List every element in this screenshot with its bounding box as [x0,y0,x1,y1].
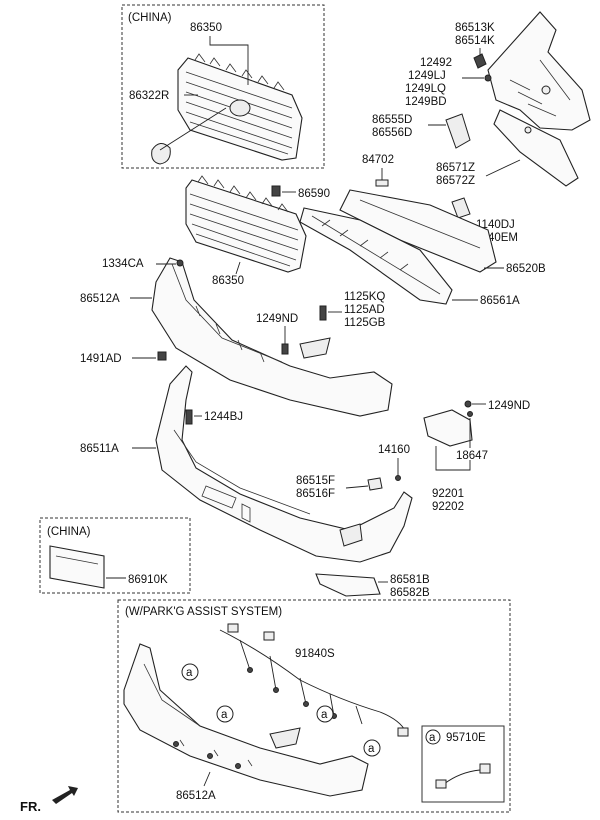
label-86512a: 86512A [80,293,120,305]
label-86520b: 86520B [506,263,546,275]
rail-ribs [311,215,441,295]
sensor-callout-box [421,725,505,803]
park-assist-bumper-86512a [123,643,369,797]
label-1125gb: 1125GB [344,317,386,329]
leader-86350 [235,261,241,275]
china-grille [151,53,303,165]
label-95710e: 95710E [446,732,486,744]
parking-sensor-95710e [435,763,491,789]
leader-86571z [485,159,521,177]
label-12492: 12492 [420,57,452,69]
park-assist-box [117,599,511,813]
label-86590: 86590 [298,188,330,200]
bolt-1249nd-upper [281,343,289,355]
label-86555d: 86555D [372,114,412,126]
label-86350: 86350 [212,275,244,287]
label-91840s: 91840S [295,648,335,660]
leader-86350-china [209,36,249,85]
callout-a-4-label: a [368,743,375,755]
label-86514k: 86514K [455,35,495,47]
callout-a-1 [181,663,199,681]
callout-a-sensor [425,729,441,745]
label-1334ca: 1334CA [102,258,144,270]
label-86572z: 86572Z [436,175,475,187]
callout-a-2-label: a [221,709,228,721]
label-1249lj: 1249LJ [408,70,446,82]
bolt-1249nd-lower [464,400,472,408]
clip-86590 [271,185,281,197]
label-86910k: 86910K [128,574,168,586]
label-86511a: 86511A [80,443,119,455]
callout-a-1-label: a [186,667,193,679]
label-18647: 18647 [456,450,488,462]
label-84702: 84702 [362,154,394,166]
label-92202: 92202 [432,501,464,513]
bracket-86515f [367,477,383,491]
label-1244bj: 1244BJ [204,411,243,423]
lower-bumper-86511a [155,365,413,563]
label-1249nd-upper: 1249ND [256,313,298,325]
label-86571z: 86571Z [436,162,475,174]
label-1140dj: 1140DJ [476,219,515,231]
bolt-1249 [484,74,492,82]
license-plate-86910k [49,545,105,589]
label-1125ad: 1125AD [344,304,385,316]
label-1249nd-lower: 1249ND [488,400,530,412]
label-86515f: 86515F [296,475,335,487]
front-arrow-icon [52,786,78,804]
label-1125kq: 1125KQ [344,291,385,303]
leader-86515f [345,485,369,489]
callout-a-3 [316,705,334,723]
label-86581b: 86581B [390,574,430,586]
bolt-1244bj [185,409,193,425]
china-plate-box-label: (CHINA) [47,526,91,538]
callout-a-4 [363,739,381,757]
callout-a-sensor-label: a [429,732,436,744]
wiring-harness-91840s [219,623,409,737]
callout-a-2 [216,705,234,723]
label-1249bd: 1249BD [405,96,447,108]
bracket-86571z [451,197,471,219]
bolt-1125kq [319,305,327,321]
china-grille-box [121,4,325,169]
bracket-86555d [445,113,471,149]
park-assist-box-label: (W/PARK'G ASSIST SYSTEM) [125,606,282,618]
skid-plate-86581b [315,573,381,597]
screw-14160 [395,475,401,481]
nut-1334ca [176,259,184,267]
fog-lamp-bracket-92201 [423,409,473,447]
label-14160: 14160 [378,444,410,456]
bumper-cover-86512a [151,257,393,417]
absorber-ridge [359,199,481,249]
label-1491ad: 1491AD [80,353,122,365]
plate-ridge [55,555,99,565]
leader-86512a-park [203,771,211,787]
label-86516f: 86516F [296,488,335,500]
label-86322r: 86322R [129,90,169,102]
screw-18647 [467,411,473,417]
label-92201: 92201 [432,488,464,500]
label-1249lq: 1249LQ [405,83,446,95]
leader-92201 [435,446,471,471]
label-86350-china: 86350 [190,22,222,34]
china-plate-box [39,517,191,594]
china-grille-box-label: (CHINA) [128,12,172,24]
label-86582b: 86582B [390,587,430,599]
front-end-carrier [487,11,591,187]
front-direction-label: FR. [20,799,41,814]
clip-84702 [375,179,389,187]
label-86556d: 86556D [372,127,412,139]
label-86512a-park: 86512A [176,790,216,802]
label-86513k: 86513K [455,22,495,34]
clip-1491ad [157,351,167,361]
label-86561a: 86561A [480,295,520,307]
radiator-grille-86350 [185,175,307,273]
bracket-86513k [473,53,487,69]
energy-absorber-86520b [339,189,497,273]
callout-a-3-label: a [321,709,328,721]
